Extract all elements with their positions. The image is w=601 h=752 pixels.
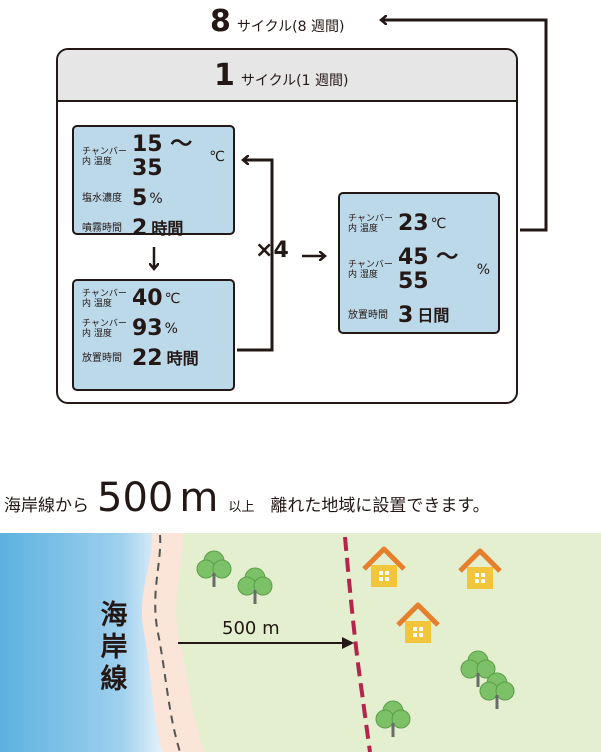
cycle-arrows — [0, 0, 548, 352]
outer-cycle-title: 8 サイクル(8 週間) — [210, 6, 344, 38]
distance-arrow-head — [342, 637, 354, 649]
tree — [196, 550, 515, 737]
coastal-map — [0, 533, 601, 752]
rest-time-label: 放置時間 — [348, 310, 388, 321]
rest-hum-label: チャンバー内 湿度 — [348, 260, 393, 280]
spray-salt-unit: % — [149, 191, 163, 207]
rest-time-unit: 日間 — [417, 306, 450, 325]
repeat-number: 4 — [273, 238, 289, 263]
spray-time-value: 2 — [132, 216, 148, 241]
spray-temp-row: チャンバー内 温度 15 ～ 35 ℃ — [82, 133, 225, 181]
rest-hum-unit: % — [476, 262, 490, 278]
rest-hum-value: 45 ～ 55 — [398, 245, 459, 294]
rest-temp-label: チャンバー内 温度 — [348, 214, 393, 234]
inner-cycle-title: 1 サイクル(1 週間) — [214, 60, 348, 92]
outer-cycle-label: サイクル(8 週間) — [236, 19, 345, 35]
humid-temp-unit: ℃ — [164, 291, 181, 307]
humid-hum-value: 93 — [132, 316, 163, 341]
sentence-qualifier: 以上 — [228, 500, 255, 515]
rest-temp-unit: ℃ — [430, 216, 447, 232]
spray-time-row: 噴霧時間 2 時間 — [82, 217, 225, 241]
installation-distance-sentence: 海岸線から 500 m 以上 離れた地域に設置できます。 — [4, 476, 490, 520]
spray-time-unit: 時間 — [151, 219, 184, 238]
humid-temp-row: チャンバー内 温度 40 ℃ — [82, 287, 225, 311]
spray-time-label: 噴霧時間 — [82, 223, 122, 234]
humid-time-row: 放置時間 22 時間 — [82, 347, 225, 371]
humid-hum-label: チャンバー内 湿度 — [82, 319, 127, 339]
coastline — [154, 534, 181, 752]
sentence-prefix: 海岸線から — [4, 496, 89, 516]
rest-temp-value: 23 — [398, 211, 429, 236]
humid-hum-row: チャンバー内 湿度 93 % — [82, 317, 225, 341]
humidity-box: チャンバー内 温度 40 ℃ チャンバー内 湿度 93 % 放置時間 22 時間 — [72, 279, 235, 391]
beach-strip — [138, 533, 205, 752]
humid-temp-label: チャンバー内 温度 — [82, 289, 127, 309]
inner-cycle-number: 1 — [214, 58, 235, 93]
humid-time-unit: 時間 — [166, 349, 199, 368]
humid-time-label: 放置時間 — [82, 353, 122, 364]
salt-spray-box: チャンバー内 温度 15 ～ 35 ℃ 塩水濃度 5 % 噴霧時間 2 時間 — [72, 125, 235, 241]
humid-hum-unit: % — [164, 321, 178, 337]
inner-cycle-label: サイクル(1 週間) — [240, 73, 349, 89]
house — [362, 546, 502, 643]
rest-time-row: 放置時間 3 日間 — [348, 304, 490, 328]
humid-time-value: 22 — [132, 346, 163, 371]
spray-temp-unit: ℃ — [209, 149, 225, 165]
spray-salt-label: 塩水濃度 — [82, 193, 122, 204]
outer-loop-arrow — [382, 20, 548, 232]
rest-time-value: 3 — [398, 303, 414, 328]
rest-box: チャンバー内 温度 23 ℃ チャンバー内 湿度 45 ～ 55 % 放置時間 … — [338, 192, 500, 334]
spray-temp-value: 15 ～ 35 — [132, 132, 193, 181]
boundary-line — [343, 536, 372, 752]
sentence-distance: 500 — [97, 475, 174, 521]
rest-hum-row: チャンバー内 湿度 45 ～ 55 % — [348, 246, 490, 294]
repeat-count: × 4 — [255, 238, 289, 263]
sentence-distance-unit: m — [179, 475, 219, 521]
humid-to-spray-loop-arrow — [237, 160, 274, 352]
spray-temp-label: チャンバー内 温度 — [82, 147, 127, 167]
coastline-label: 海岸線 — [100, 600, 128, 695]
weekly-cycle-header: 1 サイクル(1 週間) — [58, 50, 516, 102]
repeat-symbol: × — [255, 238, 274, 263]
humid-temp-value: 40 — [132, 286, 163, 311]
distance-label: 500 m — [222, 618, 280, 639]
sentence-suffix: 離れた地域に設置できます。 — [270, 496, 490, 516]
spray-salt-row: 塩水濃度 5 % — [82, 187, 225, 211]
outer-cycle-number: 8 — [210, 4, 231, 39]
sea-area — [0, 533, 162, 752]
rest-temp-row: チャンバー内 温度 23 ℃ — [348, 212, 490, 236]
spray-salt-value: 5 — [132, 186, 148, 211]
